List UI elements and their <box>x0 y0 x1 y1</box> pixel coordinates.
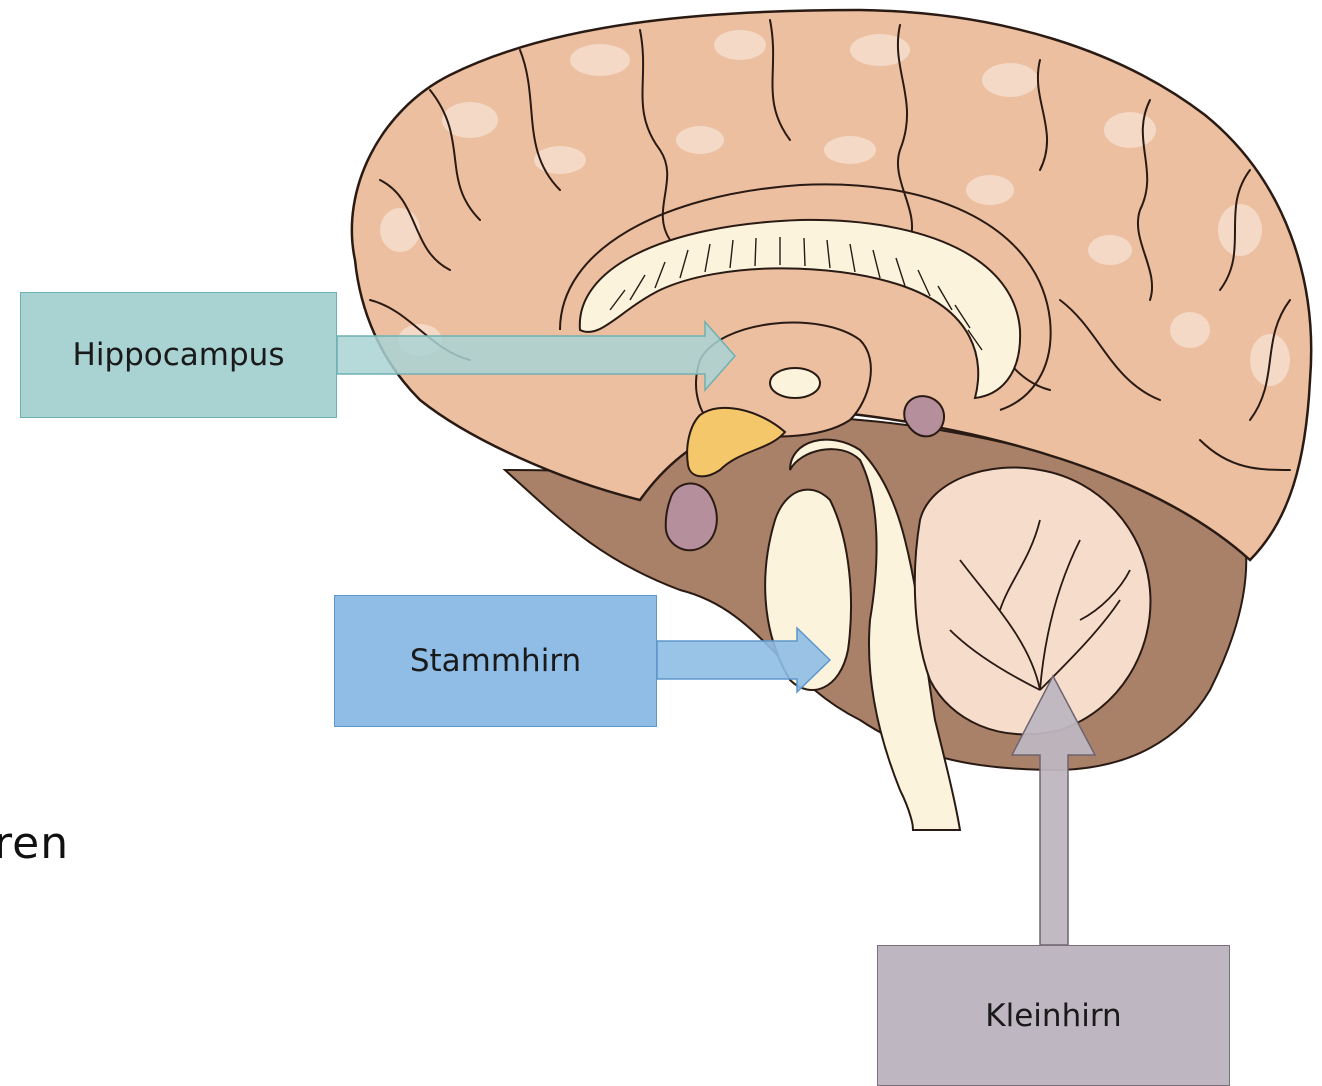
kleinhirn-label: Kleinhirn <box>877 945 1230 1086</box>
clipped-text-fragment: ren <box>0 818 69 869</box>
kleinhirn-label-text: Kleinhirn <box>985 998 1121 1034</box>
hippocampus-label-text: Hippocampus <box>73 337 285 373</box>
stammhirn-arrow <box>657 628 830 692</box>
stammhirn-label-text: Stammhirn <box>410 643 581 679</box>
pituitary-gland <box>666 484 717 551</box>
stammhirn-label: Stammhirn <box>334 595 657 727</box>
interthalamic-adhesion <box>770 368 820 398</box>
hippocampus-label: Hippocampus <box>20 292 337 418</box>
